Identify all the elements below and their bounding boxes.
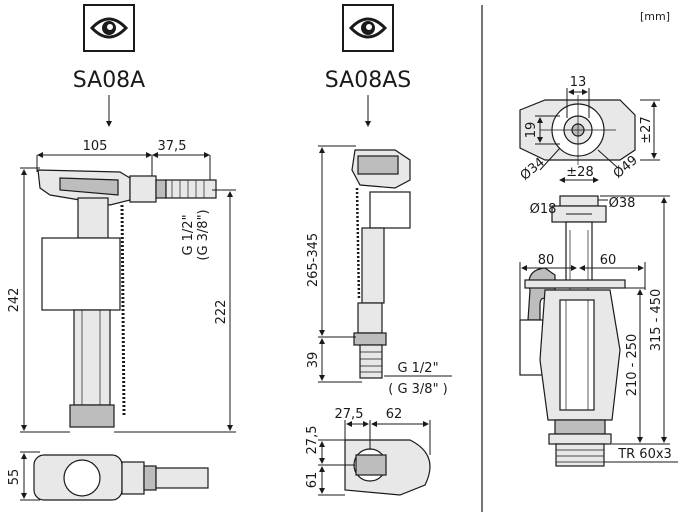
flush-valve-side-view — [519, 195, 626, 467]
sa08as-header: SA08AS — [325, 4, 411, 127]
dim-80: 80 — [538, 253, 555, 268]
model-label: SA08AS — [325, 68, 411, 93]
sa08a-drawing — [33, 169, 217, 501]
dim-13: 13 — [570, 75, 587, 90]
dim-width: 105 — [83, 139, 108, 154]
dim-height-total: 242 — [7, 288, 22, 313]
model-label: SA08A — [73, 68, 145, 93]
dim-19: 19 — [524, 122, 539, 139]
sa08a-dimensions: 105 37,5 242 222 G 1/2" (G 3/8") 55 — [7, 139, 236, 501]
dim-18: Ø18 — [530, 202, 557, 217]
dim-shank: 39 — [306, 352, 321, 369]
thread-label: TR 60x3 — [617, 447, 672, 462]
flush-valve-dimensions: 13 19 ±27 Ø34 Ø49 ±28 Ø18 Ø38 80 6 — [518, 75, 678, 463]
sa08a-header: SA08A — [73, 4, 145, 127]
dim-210-250: 210 - 250 — [625, 334, 640, 397]
dim-height-range: 265-345 — [306, 233, 321, 287]
thread-label-2: ( G 3/8" ) — [388, 382, 448, 397]
flush-valve-top-view — [519, 95, 636, 165]
units-label: [mm] — [640, 10, 670, 23]
dim-top-height-1: 27,5 — [305, 426, 320, 455]
sa08as-dimensions: 265-345 39 G 1/2" ( G 3/8" ) 27,5 62 27,… — [305, 145, 452, 496]
sa08as-drawing — [344, 149, 431, 496]
thread-label-1: G 1/2" — [181, 214, 196, 255]
dim-315-450: 315 - 450 — [649, 289, 664, 352]
thread-label-1: G 1/2" — [397, 361, 438, 376]
dim-28: ±28 — [566, 165, 593, 180]
dim-depth: 55 — [7, 469, 22, 486]
dim-offset: 37,5 — [158, 139, 187, 154]
thread-label-2: (G 3/8") — [196, 209, 211, 260]
dim-60: 60 — [600, 253, 617, 268]
dim-top-width-2: 62 — [386, 407, 403, 422]
dim-38: Ø38 — [609, 196, 636, 211]
dim-top-width-1: 27,5 — [335, 407, 364, 422]
dim-top-height-2: 61 — [305, 472, 320, 489]
dim-height-inlet: 222 — [214, 300, 229, 325]
dim-27: ±27 — [639, 116, 654, 143]
